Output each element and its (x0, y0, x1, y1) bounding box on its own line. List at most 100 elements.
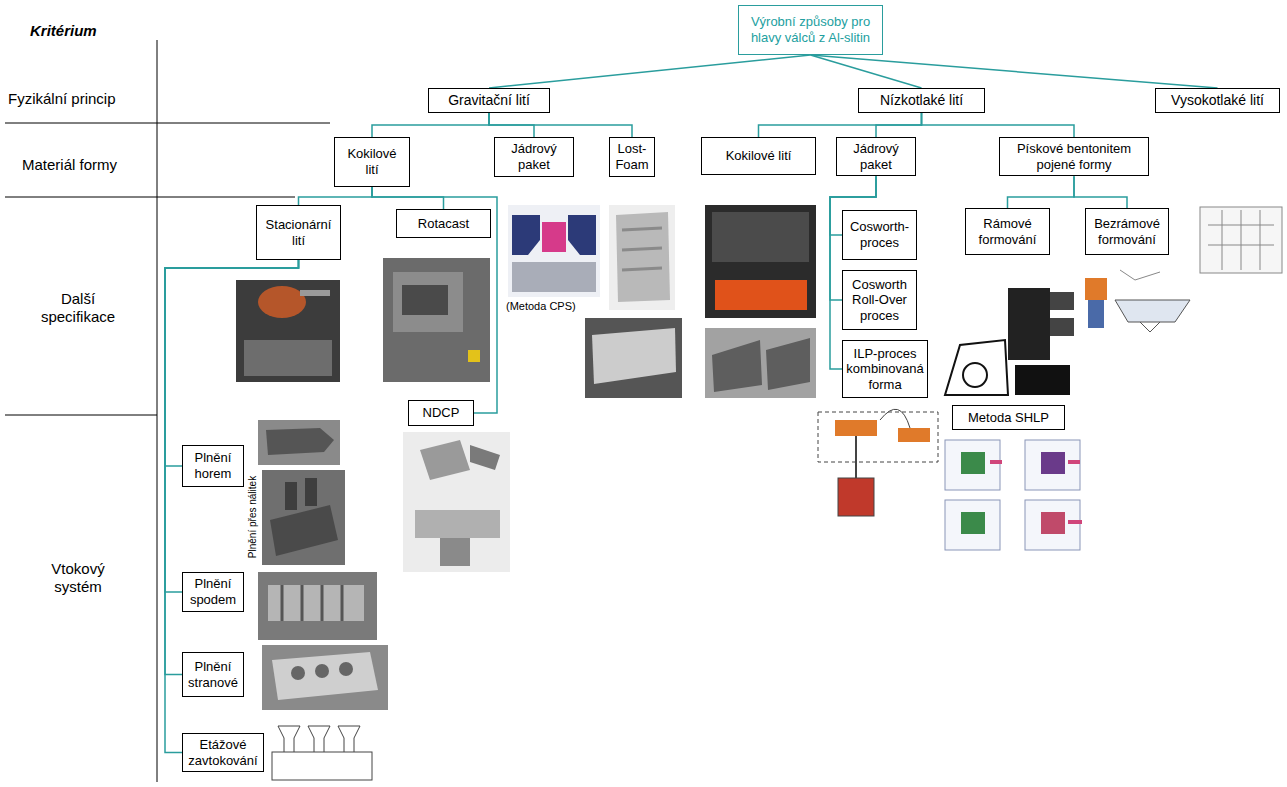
mould (1041, 512, 1065, 534)
funnel (278, 726, 300, 752)
mould (961, 452, 985, 474)
grid-line (5, 197, 295, 198)
mould-drawing (1200, 207, 1282, 273)
machine-part (1085, 278, 1107, 300)
drawing (508, 205, 600, 297)
box-text: Kokilové lití (726, 148, 792, 164)
box-text: Gravitační lití (448, 92, 530, 109)
casting (268, 585, 364, 621)
connector (876, 113, 922, 137)
machine-part (1120, 270, 1160, 280)
process-box: ILP-proces kombinovaná forma (842, 340, 928, 398)
criterion-label: Další specifikace (28, 290, 128, 326)
box-text: NDCP (423, 405, 460, 421)
box-text: Rámové formování (971, 216, 1044, 247)
process-box: Plnění horem (182, 445, 244, 487)
connector (1074, 176, 1127, 208)
panel (945, 500, 1000, 550)
photo (609, 205, 675, 310)
panel (945, 440, 1000, 490)
box-text: Nízkotlaké lití (880, 92, 963, 109)
photo-detail (402, 285, 448, 315)
drawing-part (272, 752, 372, 780)
mould (961, 512, 985, 534)
process-box: Nízkotlaké lití (858, 88, 985, 113)
riser (305, 478, 317, 506)
box-text: Kokilové lití (340, 146, 404, 177)
photo-detail (291, 666, 305, 680)
photo-detail (712, 212, 809, 262)
drawing-line (880, 409, 910, 428)
process-box: Stacionární lití (256, 205, 341, 260)
criterion-label: (Metoda CPS) (506, 300, 576, 313)
melt-glow (715, 280, 807, 310)
photo-detail (300, 290, 330, 296)
drawing-part (420, 440, 470, 480)
connector (299, 187, 373, 205)
mould-base (512, 262, 596, 292)
connector (165, 260, 299, 753)
casting (592, 328, 676, 384)
warning-sign (468, 350, 480, 362)
box-text: Cosworth-proces (848, 219, 911, 250)
drawing-line (1208, 210, 1274, 270)
criterion-label: Vtokový systém (30, 560, 126, 596)
box-text: Vysokotlaké lití (1171, 92, 1264, 109)
photo (262, 645, 388, 710)
process-box: Cosworth Roll-Over proces (842, 270, 917, 330)
crucible (838, 478, 874, 516)
machine-part (1088, 300, 1104, 328)
process-box: Plnění spodem (182, 572, 244, 612)
box-text: Plnění spodem (188, 576, 238, 607)
panel (1025, 440, 1080, 490)
drawing (403, 432, 510, 572)
drawing-part (470, 445, 500, 470)
arrow-mark (990, 460, 1002, 464)
machine-part (1008, 288, 1050, 360)
box-text: Stacionární lití (262, 217, 335, 248)
photo (236, 280, 340, 382)
process-box: Kokilové lití (701, 137, 816, 175)
machine-drawing (945, 288, 1074, 395)
riser (285, 482, 297, 510)
photo-detail (315, 664, 329, 678)
criterion-label: Fyzikální princip (8, 90, 116, 108)
criterion-label: Plnění přes nálitek (247, 462, 261, 572)
process-box: Rámové formování (965, 208, 1050, 255)
connector (1008, 176, 1075, 208)
arrow-mark (1068, 460, 1080, 464)
process-box: Cosworth-proces (842, 210, 917, 260)
photo (258, 572, 377, 640)
grid-line (5, 123, 330, 124)
gating-drawing (272, 726, 372, 780)
box-text: Metoda SHLP (968, 410, 1049, 426)
core (542, 222, 566, 252)
mould-part (512, 215, 540, 255)
mould (835, 420, 877, 436)
connector (372, 187, 444, 209)
photo (262, 470, 345, 565)
connector (165, 260, 299, 592)
connector (372, 187, 497, 413)
photo-detail (622, 228, 662, 270)
box-text: Výrobní způsoby pro hlavy válců z Al-sli… (744, 14, 877, 45)
machine-part (1050, 292, 1074, 310)
photo (705, 205, 816, 318)
connector (489, 55, 811, 88)
connector (489, 113, 632, 137)
casting (266, 428, 334, 455)
box-text: Jádrový paket (500, 141, 568, 172)
photo (383, 258, 490, 382)
drawing-frame (1200, 207, 1282, 273)
machine-part (1140, 322, 1160, 332)
machine-part (1050, 318, 1074, 336)
photo-detail (244, 340, 332, 376)
box-text: Jádrový paket (842, 141, 910, 172)
mould (1041, 452, 1065, 474)
mould-part (568, 215, 596, 255)
process-box: Metoda SHLP (952, 405, 1065, 430)
box-text: Plnění horem (188, 450, 238, 481)
process-box: Jádrový paket (836, 137, 916, 176)
box-text: Rotacast (418, 216, 469, 232)
